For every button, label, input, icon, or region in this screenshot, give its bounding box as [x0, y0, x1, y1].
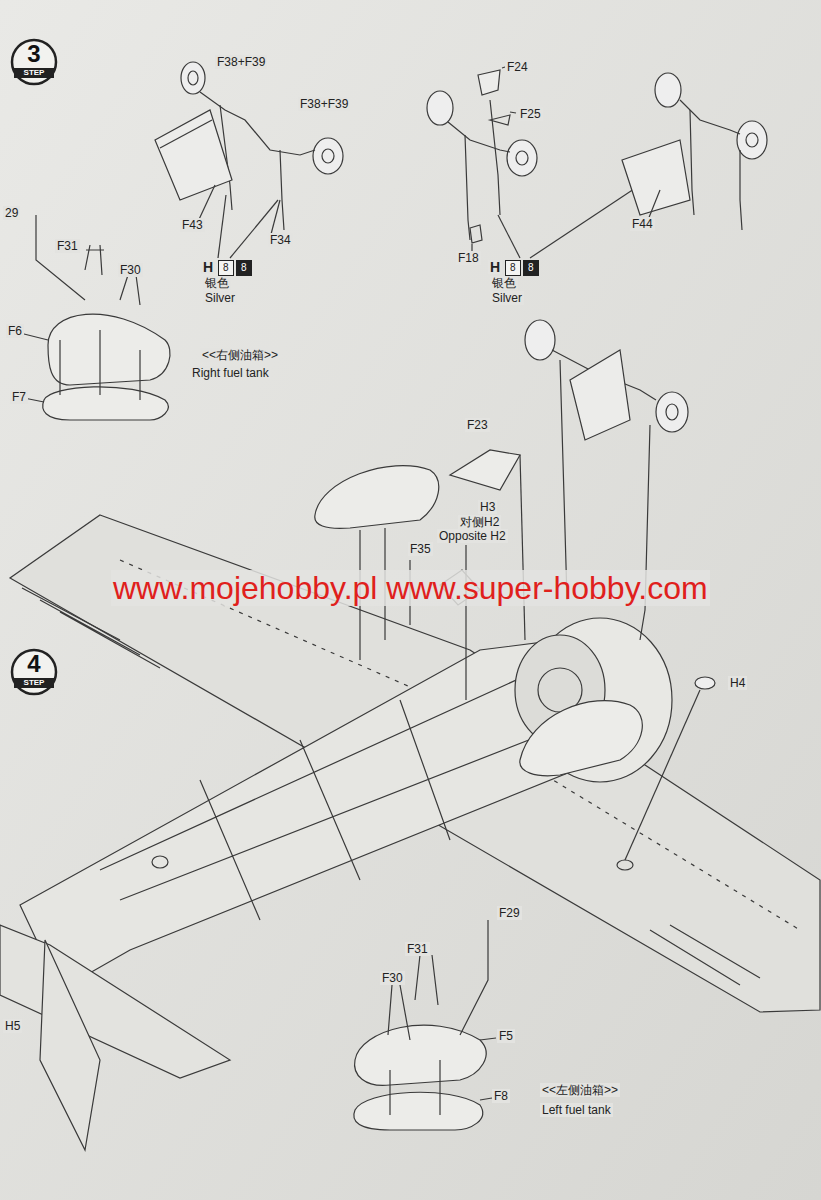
- part-label: F29: [497, 906, 522, 920]
- part-label: F6: [6, 324, 24, 338]
- part-label: F43: [180, 218, 205, 232]
- part-label: Opposite H2: [437, 529, 508, 543]
- part-label: F7: [10, 390, 28, 404]
- part-label: F24: [505, 60, 530, 74]
- step-badge: 4STEP: [10, 648, 58, 696]
- part-label: F31: [55, 239, 80, 253]
- part-label: F18: [456, 251, 481, 265]
- part-label: F31: [405, 942, 430, 956]
- part-label: F38+F39: [298, 97, 350, 111]
- step-word: STEP: [10, 68, 58, 78]
- part-label: F8: [492, 1089, 510, 1103]
- paint-swatch: 8: [505, 260, 521, 276]
- part-label: <<左侧油箱>>: [540, 1083, 620, 1097]
- part-label: Silver: [490, 291, 524, 305]
- part-label: Right fuel tank: [190, 366, 271, 380]
- part-label: Left fuel tank: [540, 1103, 613, 1117]
- part-label: Silver: [203, 291, 237, 305]
- part-label: 银色: [203, 276, 231, 290]
- paint-swatch: 8: [523, 260, 539, 276]
- part-label: F30: [380, 971, 405, 985]
- part-label: F30: [118, 263, 143, 277]
- step-number: 4: [10, 648, 58, 677]
- part-label: F44: [630, 217, 655, 231]
- step-number: 3: [10, 38, 58, 67]
- step-badge: 3STEP: [10, 38, 58, 86]
- part-label: F38+F39: [215, 55, 267, 69]
- part-label: H5: [3, 1019, 22, 1033]
- paint-swatch: 8: [236, 260, 252, 276]
- step-word: STEP: [10, 678, 58, 688]
- part-label: <<右侧油箱>>: [200, 348, 280, 362]
- part-label: F34: [268, 233, 293, 247]
- part-label: F25: [518, 107, 543, 121]
- part-label: H3: [478, 500, 497, 514]
- part-label: F23: [465, 418, 490, 432]
- part-label: F5: [497, 1029, 515, 1043]
- part-label: F35: [408, 542, 433, 556]
- part-label: 银色: [490, 276, 518, 290]
- paint-code: H: [201, 260, 215, 274]
- part-label: H4: [728, 676, 747, 690]
- watermark: www.mojehobby.pl www.super-hobby.com: [111, 570, 710, 606]
- part-label: 对侧H2: [458, 515, 501, 529]
- paint-code: H: [488, 260, 502, 274]
- paint-swatch: 8: [218, 260, 234, 276]
- part-label: 29: [3, 206, 20, 220]
